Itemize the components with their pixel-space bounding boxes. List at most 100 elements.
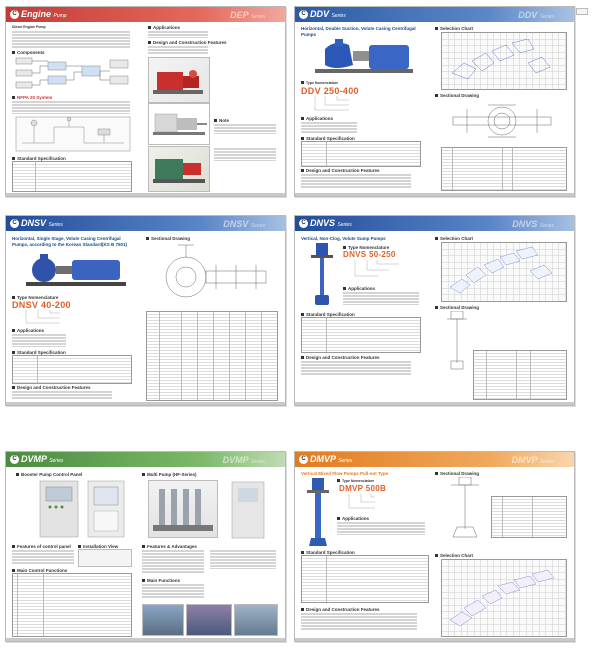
dmvp-pump-image — [307, 478, 329, 546]
page-title: DVMP Series — [21, 454, 64, 464]
engine-pump-photo-1 — [148, 57, 210, 103]
page-header: C DDV Series DDV Series — [295, 7, 574, 22]
page-title: DNSV Series — [21, 218, 63, 228]
catalog-page-dmvp[interactable]: C DMVP Series DMVP Series Vertical Mixed… — [294, 451, 575, 642]
component-flow-diagram — [15, 57, 129, 89]
section-heading: Standard Specification — [301, 312, 355, 317]
page-title: DNVS Series — [310, 218, 352, 228]
catalog-page-dvmp[interactable]: C DVMP Series DVMP Series Booster Pump C… — [5, 451, 286, 642]
page-header: C DNVS Series DNVS Series — [295, 216, 574, 231]
sectional-drawing — [452, 104, 552, 138]
section-heading: Standard Specification — [301, 550, 355, 555]
section-heading: Multi Pump (HF-Series) — [142, 472, 197, 477]
series-watermark: DNVS Series — [512, 219, 554, 229]
brand-logo-icon: C — [299, 10, 308, 19]
page-footer — [6, 402, 285, 405]
section-heading: Main Functions — [142, 578, 180, 583]
installation-photo-2 — [186, 604, 232, 636]
section-heading: Note — [214, 118, 229, 123]
type-nomenclature-lines — [354, 260, 399, 277]
nfpa-system-schematic — [15, 116, 131, 152]
multi-pump-photo — [148, 480, 218, 538]
page-title: DDV Series — [310, 9, 346, 19]
series-watermark: DMVP Series — [511, 455, 554, 465]
type-code: DMVP 500B — [339, 484, 387, 493]
features-text — [301, 612, 417, 630]
features-text — [12, 549, 74, 565]
applications-text — [337, 521, 425, 535]
features-text — [301, 173, 411, 189]
installation-photo-3 — [234, 604, 278, 636]
brand-logo-icon: C — [10, 455, 19, 464]
section-heading: NFPA 20 System — [12, 95, 52, 100]
section-heading: Sectional Drawing — [435, 471, 479, 476]
section-heading: Standard Specification — [12, 350, 66, 355]
sectional-drawing — [165, 244, 267, 298]
section-heading: Design and Construction Features — [301, 168, 380, 173]
features-text — [12, 390, 112, 399]
section-heading: Standard Specification — [12, 156, 66, 161]
dimension-table — [473, 350, 567, 400]
sectional-drawing — [447, 311, 467, 370]
spec-table — [301, 555, 429, 603]
type-code: DNSV 40-200 — [12, 300, 71, 310]
dimension-table — [146, 311, 278, 401]
features-text — [148, 45, 208, 54]
section-heading: Design and Construction Features — [148, 40, 227, 45]
multi-pump-panel-image — [231, 481, 265, 539]
catalog-page-dnvs[interactable]: C DNVS Series DNVS Series Vertical, Non-… — [294, 215, 575, 406]
applications-text — [343, 291, 419, 305]
section-heading: Type Nomenclature — [12, 295, 58, 300]
control-panel-image — [39, 480, 79, 538]
section-heading: Applications — [343, 286, 375, 291]
page-footer — [6, 193, 285, 196]
section-heading: Applications — [337, 516, 369, 521]
dimension-table — [491, 496, 567, 538]
selection-chart — [441, 32, 567, 90]
note-text-2 — [214, 147, 276, 161]
catalog-page-dnsv[interactable]: C DNSV Series DNSV Series Horizontal, Si… — [5, 215, 286, 406]
brand-logo-icon: C — [10, 10, 19, 19]
section-heading: Type Nomenclature — [337, 479, 374, 483]
spec-table — [12, 161, 132, 192]
section-heading: Type Nomenclature — [301, 81, 338, 85]
dnsv-pump-image — [26, 254, 126, 286]
catalog-page-ddv[interactable]: C DDV Series DDV Series Horizontal, Doub… — [294, 6, 575, 197]
installation-view-image — [78, 549, 132, 567]
applications-text — [148, 30, 208, 38]
section-heading: Main Control Functions — [12, 568, 67, 573]
product-subtitle: Vertical, Non-Clog, Volute Sump Pumps — [301, 236, 386, 241]
section-heading: Sectional Drawing — [435, 305, 479, 310]
product-subtitle: Horizontal, Single Stage, Volute Casing … — [12, 236, 128, 247]
dnvs-pump-image — [311, 243, 333, 305]
page-footer — [295, 193, 574, 196]
catalog-page-engine-pump[interactable]: C Engine Pump DEP Series Diesel Engine P… — [5, 6, 286, 197]
type-nomenclature-lines — [348, 494, 375, 509]
series-watermark: DVMP Series — [222, 455, 265, 465]
section-heading: Sectional Drawing — [146, 236, 190, 241]
intro-text — [12, 30, 130, 48]
type-nomenclature-lines — [314, 96, 349, 111]
section-heading: Sectional Drawing — [435, 93, 479, 98]
brand-logo-icon: C — [10, 219, 19, 228]
spec-table — [12, 355, 132, 384]
section-heading: Design and Construction Features — [301, 607, 380, 612]
functions-text — [142, 583, 204, 599]
product-subtitle: Diesel Engine Pump — [12, 25, 46, 29]
section-heading: Installation View — [78, 544, 118, 549]
engine-pump-photo-2 — [148, 103, 210, 145]
section-heading: Applications — [148, 25, 180, 30]
section-heading: Design and Construction Features — [12, 385, 91, 390]
page-footer — [6, 638, 285, 641]
page-header: C Engine Pump DEP Series — [6, 7, 285, 22]
selection-chart — [441, 559, 567, 637]
type-code: DNVS 50-250 — [343, 250, 396, 259]
advantages-text — [142, 549, 204, 573]
sectional-drawing — [451, 477, 479, 538]
section-heading: Features of control panel — [12, 544, 71, 549]
section-heading: Applications — [301, 116, 333, 121]
section-heading: Type Nomenclature — [343, 245, 389, 250]
page-header: C DMVP Series DMVP Series — [295, 452, 574, 467]
product-subtitle: Horizontal, Double Suction, Volute Casin… — [301, 26, 416, 37]
control-panel-image-2 — [87, 480, 125, 538]
